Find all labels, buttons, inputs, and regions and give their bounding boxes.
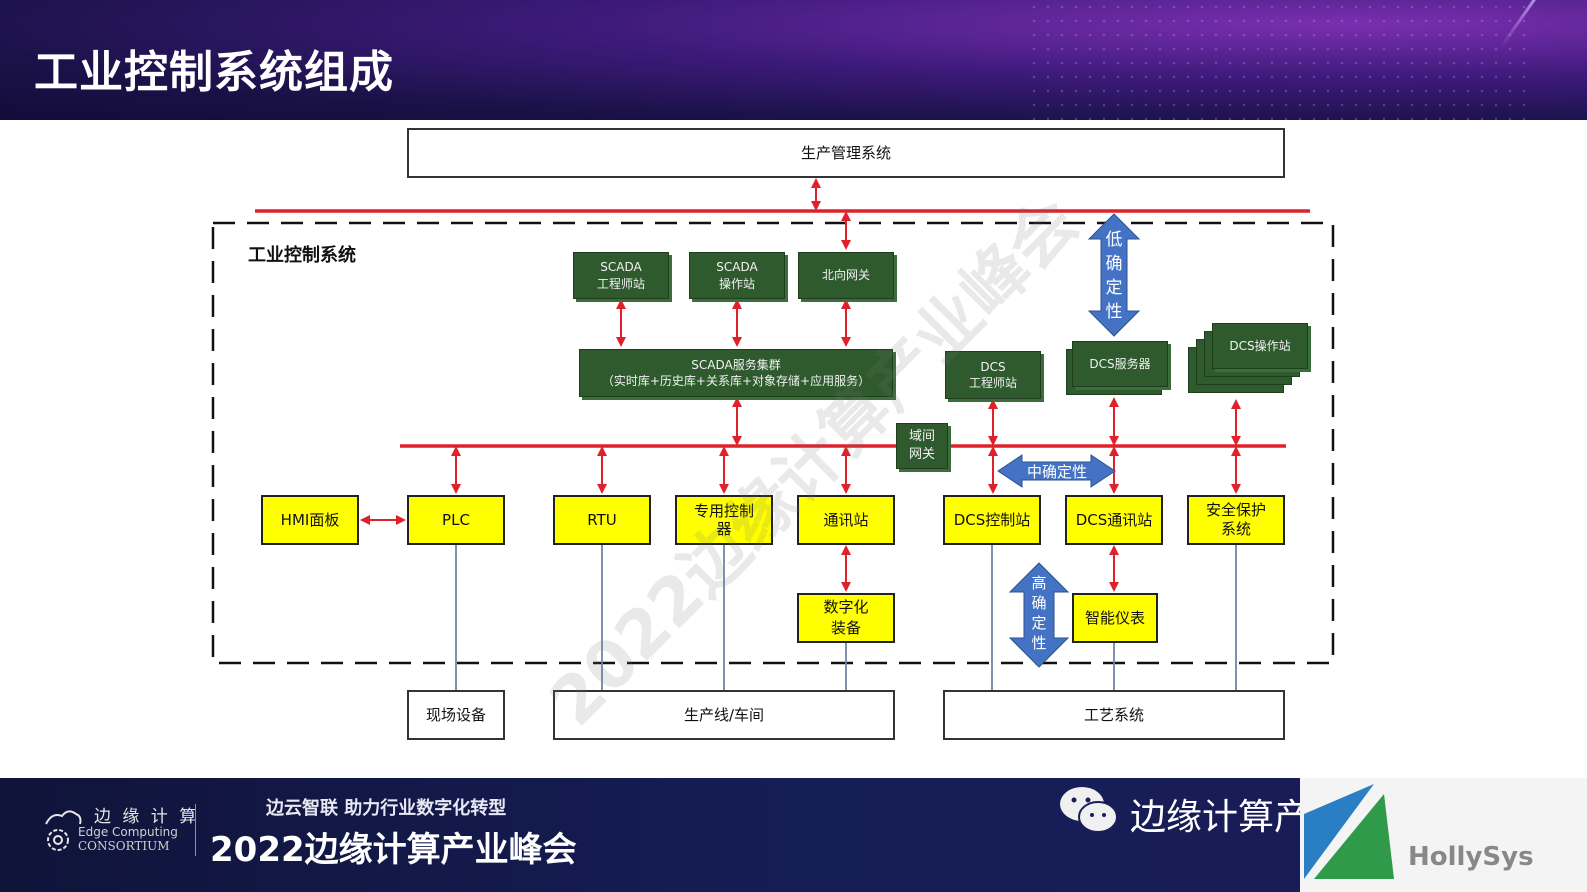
ecc-logo-icon: [45, 810, 82, 851]
wechat-icon: [1060, 787, 1118, 833]
header-banner: 工业控制系统组成: [0, 0, 1587, 120]
mid-determinism-label: 中确定性: [1026, 463, 1087, 481]
high-determinism-label: 高确定性: [1031, 574, 1047, 652]
footer-summit-title: 2022边缘计算产业峰会: [210, 830, 577, 870]
dcs-control-station: DCS控制站: [943, 495, 1041, 545]
footer-banner: 边 缘 计 算 Edge Computing CONSORTIUM 边云智联 助…: [0, 778, 1587, 892]
page-title: 工业控制系统组成: [34, 47, 394, 98]
high-determinism-arrow: [1008, 562, 1070, 668]
ics-boundary: [211, 221, 1335, 665]
logo-en-2: CONSORTIUM: [78, 839, 170, 853]
safety-protection-system: 安全保护系统: [1187, 495, 1285, 545]
scada-server-cluster: SCADA服务集群（实时库+历史库+关系库+对象存储+应用服务）: [579, 349, 893, 397]
hollysys-panel: HollySys: [1300, 778, 1587, 892]
logo-en-1: Edge Computing: [78, 825, 178, 839]
mid-determinism-arrow: [997, 454, 1116, 488]
domain-gateway: 域间网关: [896, 423, 948, 469]
dcs-operator-station: DCS操作站: [1212, 323, 1308, 369]
process-system: 工艺系统: [943, 690, 1285, 740]
special-controller: 专用控制器: [675, 495, 773, 545]
production-management-system: 生产管理系统: [407, 128, 1285, 178]
hollysys-brand: HollySys: [1408, 842, 1534, 872]
hollysys-logo-icon: [1304, 784, 1394, 879]
hmi-panel: HMI面板: [261, 495, 359, 545]
dcs-communication-station: DCS通讯站: [1065, 495, 1163, 545]
footer-slogan: 边云智联 助力行业数字化转型: [266, 798, 507, 819]
header-dot-pattern: [1027, 0, 1527, 120]
dcs-server: DCS服务器: [1072, 341, 1168, 387]
digital-equipment: 数字化装备: [797, 593, 895, 643]
communication-station: 通讯站: [797, 495, 895, 545]
logo-cn: 边 缘 计 算: [94, 807, 200, 827]
footer-divider: [195, 804, 196, 856]
rtu: RTU: [553, 495, 651, 545]
ics-label: 工业控制系统: [248, 245, 356, 266]
low-determinism-arrow: [1087, 213, 1141, 337]
plc: PLC: [407, 495, 505, 545]
production-line: 生产线/车间: [553, 690, 895, 740]
low-determinism-label: 低确定性: [1105, 230, 1123, 322]
north-gateway: 北向网关: [798, 252, 894, 299]
smart-meter: 智能仪表: [1072, 593, 1158, 643]
field-device: 现场设备: [407, 690, 505, 740]
